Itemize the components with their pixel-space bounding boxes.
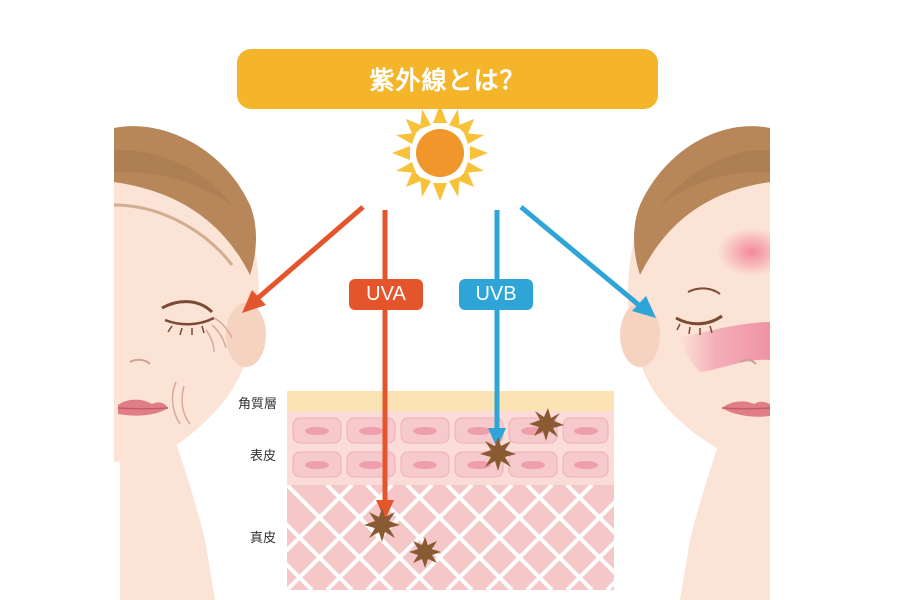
dermis-label: 真皮 <box>250 531 277 546</box>
skin-cross-section <box>287 391 614 590</box>
damage-spot <box>529 408 564 441</box>
damage-spot <box>409 537 441 568</box>
uva-arrows <box>242 205 394 520</box>
woman-face-sunburn <box>620 126 770 600</box>
epidermis-label: 表皮 <box>250 449 277 464</box>
page-title: 紫外線とは？ <box>237 49 658 109</box>
uva-label: UVA <box>349 279 423 310</box>
damage-spot <box>364 508 400 542</box>
uvb-label: UVB <box>459 279 533 310</box>
stratum-corneum-layer <box>287 391 614 411</box>
damage-spots <box>364 408 564 568</box>
woman-face-wrinkles <box>114 126 266 600</box>
damage-spot <box>480 437 516 471</box>
stratum-corneum-label: 角質層 <box>238 397 278 412</box>
sun-icon <box>392 105 488 201</box>
uvb-arrows <box>488 205 656 448</box>
